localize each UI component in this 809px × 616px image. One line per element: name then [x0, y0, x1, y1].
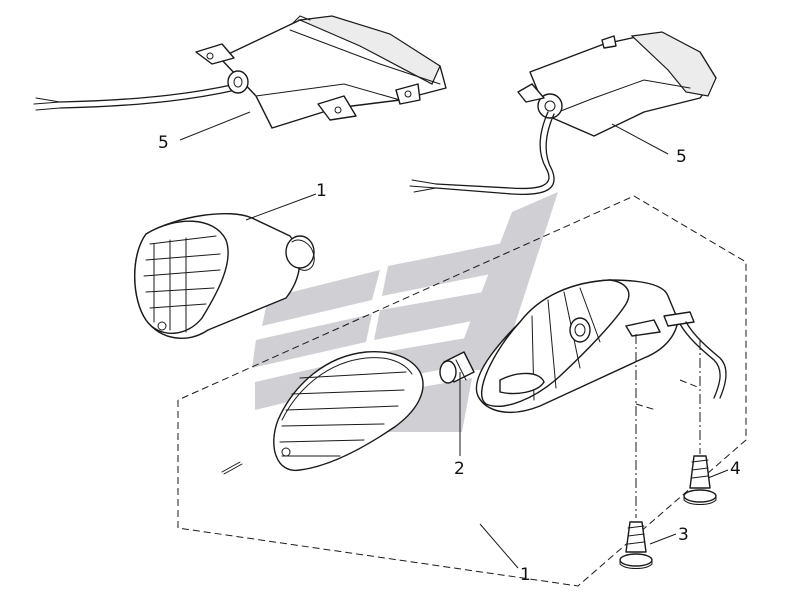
part-1-lens [273, 351, 424, 471]
part-1-lamp-upper [134, 212, 315, 339]
part-3-screw [619, 334, 657, 569]
callout-1-upper: 1 [316, 181, 327, 201]
assembly-boundary [177, 195, 747, 587]
part-5-housing-left [33, 15, 447, 129]
pin-part [221, 461, 243, 475]
callout-2: 2 [454, 459, 465, 479]
part-1-housing-right [475, 279, 727, 413]
callout-5-left: 5 [158, 133, 169, 153]
callout-3: 3 [678, 525, 689, 545]
part-5-housing-right [409, 31, 717, 196]
part-4-screw [679, 340, 717, 505]
watermark-logo [252, 192, 558, 432]
leader-lines [179, 111, 729, 569]
part-2-bulb [439, 351, 475, 384]
callout-4: 4 [730, 459, 741, 479]
callout-5-right: 5 [676, 147, 687, 167]
callout-1-lower: 1 [520, 565, 531, 585]
